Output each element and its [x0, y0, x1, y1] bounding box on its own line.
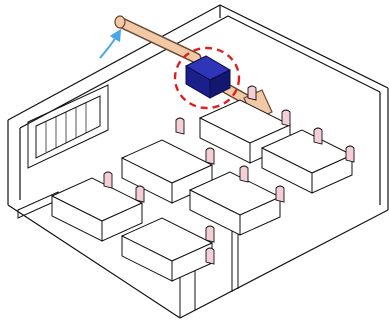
window-pane	[35, 95, 101, 159]
floor-front-right	[179, 209, 389, 319]
chair	[239, 165, 249, 183]
desks	[50, 99, 354, 282]
desk-side	[239, 196, 281, 236]
window-frame	[27, 84, 109, 169]
chair	[103, 171, 113, 189]
chair	[345, 145, 355, 163]
highlight-ring	[173, 46, 241, 110]
unit-side-right	[209, 69, 231, 99]
desk-side	[101, 202, 143, 242]
floor-front-left	[7, 204, 181, 319]
chair	[175, 117, 185, 135]
chair	[247, 85, 257, 101]
duct-intake	[116, 18, 200, 62]
window	[27, 84, 109, 169]
chair	[205, 247, 215, 265]
chairs	[103, 85, 355, 265]
chair	[205, 225, 215, 243]
chair	[135, 185, 145, 203]
intake-arrow-icon	[99, 28, 122, 59]
chair	[281, 109, 291, 127]
desk-front-left	[50, 177, 144, 242]
desk-side	[311, 154, 353, 194]
ceiling-inner-edge	[19, 15, 381, 129]
desk-middle-left	[120, 139, 214, 204]
desk-back-right	[260, 129, 354, 194]
chair	[275, 185, 285, 203]
desk-front-center	[120, 217, 214, 282]
chair	[313, 127, 323, 145]
ventilation-unit	[184, 55, 232, 99]
chair	[205, 147, 215, 165]
duct-cap	[114, 15, 126, 29]
room-walls	[7, 4, 389, 319]
curtain-folds	[45, 102, 87, 152]
